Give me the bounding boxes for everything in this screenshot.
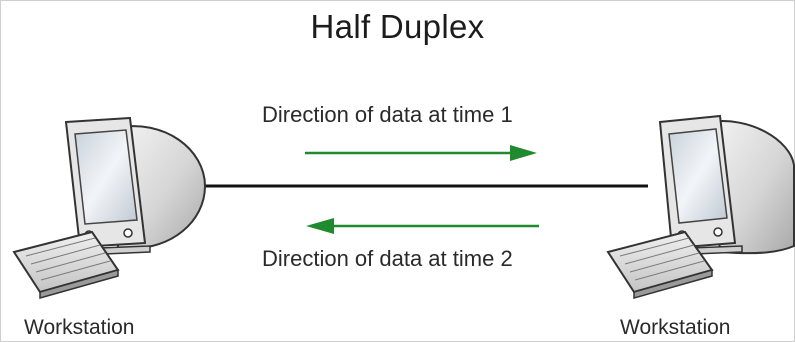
left-workstation-label: Workstation: [24, 316, 135, 339]
direction-time1-label: Direction of data at time 1: [262, 102, 513, 127]
right-workstation: [606, 114, 795, 299]
arrow-left-icon: [306, 218, 539, 234]
computer-monitor-icon: [658, 114, 795, 255]
left-workstation: [12, 116, 207, 299]
arrow-right-icon: [305, 145, 537, 161]
diagram-title: Half Duplex: [310, 8, 485, 45]
right-workstation-label: Workstation: [620, 316, 731, 339]
keyboard-icon: [12, 230, 120, 299]
direction-time2-label: Direction of data at time 2: [262, 246, 513, 271]
keyboard-icon: [606, 230, 714, 299]
computer-monitor-icon: [64, 116, 207, 255]
